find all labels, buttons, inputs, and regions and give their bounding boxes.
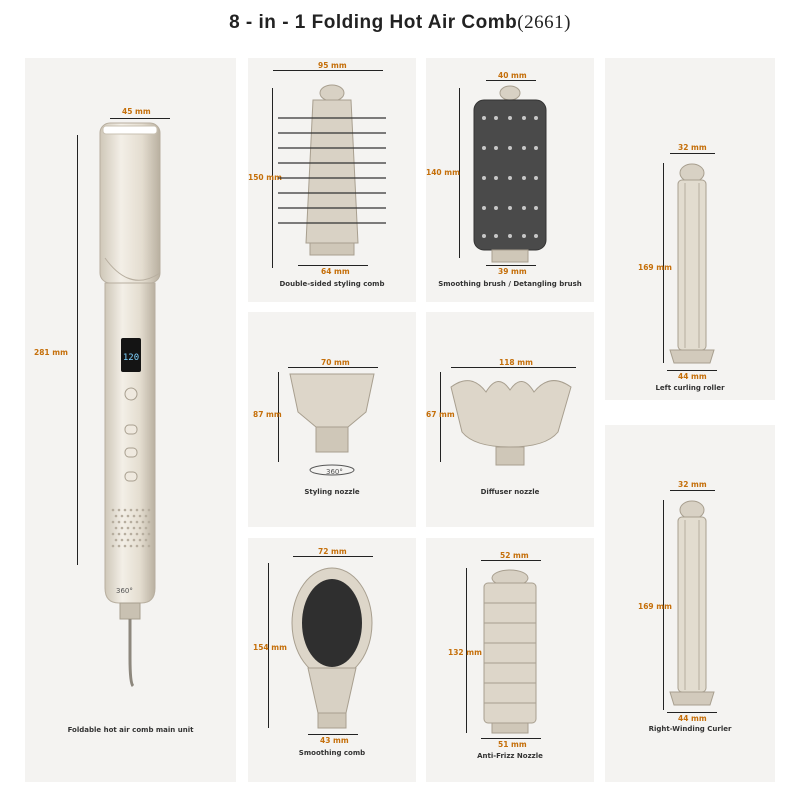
caption-right-curler: Right-Winding Curler bbox=[648, 725, 732, 733]
dim-bottom: 51 mm bbox=[498, 740, 527, 749]
panel-double-sided-styling-comb: 95 mm 150 mm 64 mm Double-sided styling … bbox=[248, 58, 416, 302]
dim-top: 52 mm bbox=[500, 551, 529, 560]
main-unit-rotation: 360° bbox=[116, 587, 133, 595]
main-unit-height: 281 mm bbox=[34, 348, 68, 357]
dim-height: 169 mm bbox=[638, 602, 672, 611]
dim-bottom: 64 mm bbox=[321, 267, 350, 276]
model-number: (2661) bbox=[517, 12, 571, 33]
dim-height: 87 mm bbox=[253, 410, 282, 419]
dim-top: 72 mm bbox=[318, 547, 347, 556]
caption-smoothing-comb: Smoothing comb bbox=[298, 749, 366, 757]
panel-styling-nozzle: 70 mm 87 mm 360° Styling nozzle bbox=[248, 312, 416, 527]
main-unit-caption: Foldable hot air comb main unit bbox=[67, 726, 194, 734]
dim-height: 150 mm bbox=[248, 173, 282, 182]
dim-top: 95 mm bbox=[318, 61, 347, 70]
dim-bottom: 44 mm bbox=[678, 372, 707, 381]
dim-top: 32 mm bbox=[678, 480, 707, 489]
left-curler-illustration bbox=[669, 163, 715, 364]
main-unit-panel: 45 mm 281 mm 120 bbox=[25, 58, 236, 782]
caption-styling-nozzle: Styling nozzle bbox=[304, 488, 360, 496]
panel-diffuser-nozzle: 118 mm 67 mm Diffuser nozzle bbox=[426, 312, 594, 527]
panel-left-curling-roller: 32 mm 169 mm 44 mm Left curling roller bbox=[605, 58, 775, 400]
dim-top: 70 mm bbox=[321, 358, 350, 367]
smoothing-comb-illustration bbox=[291, 567, 373, 729]
dim-height: 67 mm bbox=[426, 410, 455, 419]
caption-diffuser-nozzle: Diffuser nozzle bbox=[480, 488, 540, 496]
dim-height: 140 mm bbox=[426, 168, 460, 177]
dim-top: 118 mm bbox=[499, 358, 533, 367]
panel-anti-frizz-nozzle: 52 mm 132 mm 51 mm Anti-Frizz Nozzle bbox=[426, 538, 594, 782]
panel-right-winding-curler: 32 mm 169 mm 44 mm Right-Winding Curler bbox=[605, 425, 775, 782]
main-unit-width: 45 mm bbox=[122, 107, 151, 116]
anti-frizz-nozzle-illustration bbox=[483, 569, 537, 734]
dim-bottom: 39 mm bbox=[498, 267, 527, 276]
panel-smoothing-brush: 40 mm 140 mm 39 mm Smoothing brush / Det… bbox=[426, 58, 594, 302]
display-readout: 120 bbox=[123, 353, 139, 363]
dim-top: 32 mm bbox=[678, 143, 707, 152]
caption-styling-comb: Double-sided styling comb bbox=[279, 280, 385, 288]
caption-left-curler: Left curling roller bbox=[655, 384, 725, 392]
dim-bottom: 44 mm bbox=[678, 714, 707, 723]
styling-comb-illustration bbox=[278, 84, 386, 256]
right-curler-illustration bbox=[669, 500, 715, 706]
title-text: 8 - in - 1 Folding Hot Air Comb bbox=[229, 12, 518, 33]
panel-smoothing-comb: 72 mm 154 mm 43 mm Smoothing comb bbox=[248, 538, 416, 782]
dim-top: 40 mm bbox=[498, 71, 527, 80]
dim-bottom: 43 mm bbox=[320, 736, 349, 745]
page-title: 8 - in - 1 Folding Hot Air Comb(2661) bbox=[0, 12, 800, 34]
main-unit-illustration: 120 360° bbox=[99, 122, 161, 688]
styling-nozzle-illustration: 360° bbox=[289, 373, 375, 476]
diffuser-nozzle-illustration bbox=[450, 380, 572, 466]
caption-anti-frizz-nozzle: Anti-Frizz Nozzle bbox=[477, 752, 543, 760]
nozzle-rotation: 360° bbox=[326, 468, 343, 476]
dim-height: 154 mm bbox=[253, 643, 287, 652]
dim-height: 169 mm bbox=[638, 263, 672, 272]
dim-height: 132 mm bbox=[448, 648, 482, 657]
smoothing-brush-illustration bbox=[473, 85, 547, 263]
caption-smoothing-brush: Smoothing brush / Detangling brush bbox=[438, 280, 582, 288]
